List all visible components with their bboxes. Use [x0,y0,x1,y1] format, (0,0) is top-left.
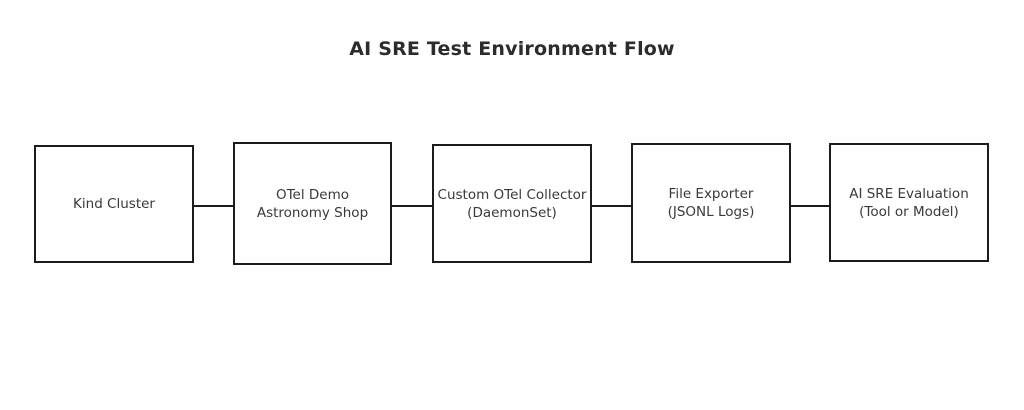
node-label: Kind Cluster [73,195,155,213]
connector-kind-cluster-to-otel-demo [194,205,233,207]
node-label-line2: (JSONL Logs) [667,204,755,220]
node-label: Custom OTel Collector (DaemonSet) [438,186,587,222]
connector-otel-collector-to-file-exporter [592,205,631,207]
node-kind-cluster[interactable]: Kind Cluster [34,145,194,263]
node-label-line2: (Tool or Model) [859,203,959,220]
node-label-line1: File Exporter [668,186,754,202]
diagram-title: AI SRE Test Environment Flow [349,38,675,60]
connector-file-exporter-to-ai-sre-evaluation [791,205,829,207]
node-otel-demo[interactable]: OTel Demo Astronomy Shop [233,142,392,265]
node-label-line1: Kind Cluster [73,196,155,212]
node-label-line1: AI SRE Evaluation [849,185,969,202]
node-label: OTel Demo Astronomy Shop [257,186,368,222]
node-otel-collector[interactable]: Custom OTel Collector (DaemonSet) [432,144,592,263]
node-label-line1: Custom OTel Collector [437,186,587,203]
connector-otel-demo-to-otel-collector [392,205,432,207]
node-ai-sre-evaluation[interactable]: AI SRE Evaluation (Tool or Model) [829,143,989,262]
node-label: File Exporter (JSONL Logs) [668,185,755,221]
node-label-line2: Astronomy Shop [256,204,369,221]
node-label: AI SRE Evaluation (Tool or Model) [849,185,969,221]
node-label-line1: OTel Demo [275,186,350,203]
node-file-exporter[interactable]: File Exporter (JSONL Logs) [631,143,791,263]
node-label-line2: (DaemonSet) [467,204,557,221]
